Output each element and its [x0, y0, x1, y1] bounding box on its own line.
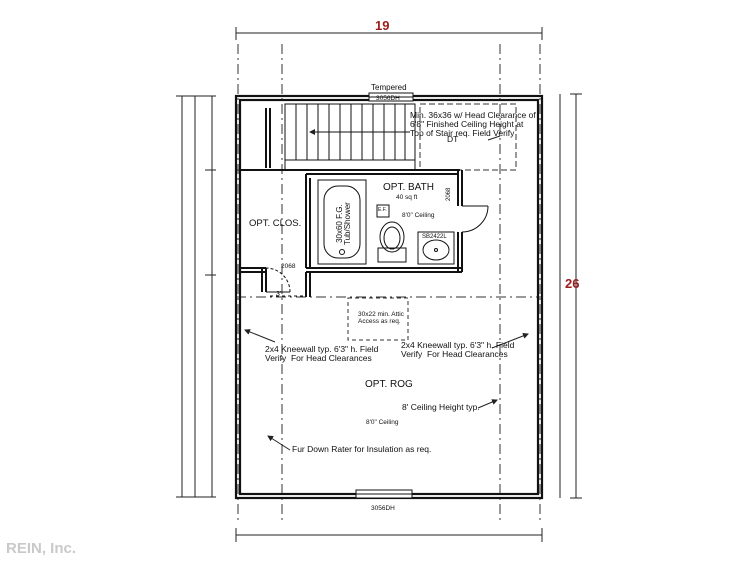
bath-door-size: 2068	[446, 187, 452, 201]
kneewall-right-note: 2x4 Kneewall typ. 6'3" h. Field Verify F…	[401, 340, 515, 359]
bath-area: 40 sq ft	[396, 194, 418, 201]
toilet	[377, 221, 407, 263]
width-dimension: 19	[375, 18, 390, 33]
exhaust-fan-label: E.F.	[378, 207, 387, 213]
depth-dimension: 26	[565, 276, 580, 291]
closet-title: OPT. CLOS.	[249, 218, 302, 229]
window-bottom-label: 3056DH	[371, 505, 395, 512]
attic-access-label: 30x22 min. Attic Access as req.	[358, 311, 404, 325]
tub-label: 30x60 F.G. Tub/Shower	[335, 202, 353, 245]
attic-access	[347, 297, 409, 341]
watermark: REIN, Inc.	[6, 540, 77, 557]
stair-clearance-note: Min. 36x36 w/ Head Clearance of 6'8" Fin…	[410, 110, 536, 138]
stair-direction: DT	[447, 134, 459, 144]
window-top-label: 3056DH	[376, 95, 400, 102]
rog-ceiling: 8'0" Ceiling	[366, 419, 399, 426]
dimension-lines	[176, 27, 582, 542]
rog-title: OPT. ROG	[365, 379, 413, 390]
stair	[284, 103, 416, 171]
fur-down-note: Fur Down Rater for Insulation as req.	[292, 444, 432, 454]
closet-door-dim: 3'	[276, 291, 282, 298]
bath-title: OPT. BATH	[383, 182, 434, 193]
stair-clearance	[419, 103, 517, 171]
tub	[317, 179, 367, 265]
vanity-sink	[417, 231, 455, 265]
window-tempered-label: Tempered	[371, 83, 407, 92]
exhaust-fan	[376, 204, 390, 218]
interior-walls	[241, 108, 463, 297]
roof-lines	[236, 44, 542, 520]
vanity-label: SB2422L	[422, 234, 447, 240]
kneewall-left-note: 2x4 Kneewall typ. 6'3" h. Field Verify F…	[265, 344, 379, 363]
closet-door-size: 2068	[281, 263, 296, 270]
windows	[355, 92, 414, 499]
bath-ceiling: 8'0" Ceiling	[402, 212, 435, 219]
rog-ceiling-note: 8' Ceiling Height typ.	[402, 402, 480, 412]
note-leaders	[244, 135, 529, 451]
doors	[265, 205, 489, 297]
